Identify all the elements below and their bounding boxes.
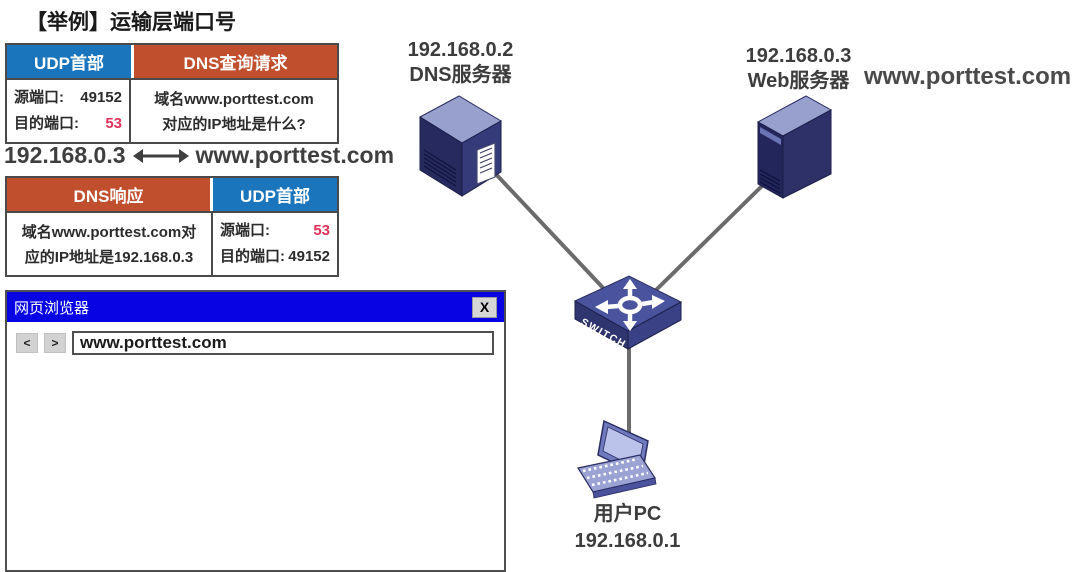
answer-line2: 应的IP地址是192.168.0.3 [24, 249, 194, 266]
back-button[interactable]: < [16, 333, 38, 353]
url-input[interactable] [72, 331, 494, 355]
dns-response-header-cell: DNS响应 [7, 178, 210, 211]
source-port-line: 源端口: 53 [220, 218, 330, 244]
web-server-icon [756, 95, 833, 199]
user-pc-name: 用户PC [593, 503, 662, 525]
mapping-ip: 192.168.0.3 [4, 142, 126, 168]
response-table-header-row: DNS响应 UDP首部 [7, 178, 337, 211]
dns-answer-cell: 域名www.porttest.com对 应的IP地址是192.168.0.3 [7, 213, 213, 275]
udp-ports-cell: 源端口: 53 目的端口: 49152 [213, 213, 337, 275]
source-port-value: 49152 [80, 89, 122, 106]
dest-port-value: 49152 [288, 248, 330, 265]
browser-titlebar: 网页浏览器 X [7, 292, 504, 322]
dest-port-label: 目的端口: [14, 115, 79, 132]
source-port-label: 源端口: [14, 89, 64, 106]
source-port-label: 源端口: [220, 222, 270, 239]
switch-arrows-icon [595, 279, 665, 331]
keyboard-keys [582, 457, 649, 487]
header-divider [210, 178, 213, 211]
web-server-name: Web服务器 [747, 70, 850, 92]
switch-icon: SWITCH [573, 275, 683, 351]
link-dns-to-switch [490, 168, 608, 293]
source-port-value: 53 [313, 222, 330, 239]
mapping-domain: www.porttest.com [195, 142, 395, 168]
dest-port-line: 目的端口: 53 [14, 111, 122, 137]
forward-button[interactable]: > [44, 333, 66, 353]
server-vent-grille [423, 149, 457, 187]
web-server-label: 192.168.0.3 Web服务器 [716, 44, 881, 94]
dns-query-packet-table: UDP首部 DNS查询请求 源端口: 49152 目的端口: 53 域名www.… [5, 43, 339, 144]
browser-title: 网页浏览器 [14, 299, 90, 317]
ip-domain-mapping: 192.168.0.3 www.porttest.com [4, 142, 394, 169]
dest-port-line: 目的端口: 49152 [220, 244, 330, 270]
user-pc-ip: 192.168.0.1 [574, 530, 681, 552]
double-arrow-icon [132, 148, 189, 163]
close-button[interactable]: X [472, 296, 497, 318]
page-title: 【举例】运输层端口号 [26, 11, 236, 34]
udp-header-cell: UDP首部 [7, 45, 131, 78]
question-line1: 域名www.porttest.com [154, 91, 314, 108]
dns-server-label: 192.168.0.2 DNS服务器 [378, 38, 543, 88]
query-table-header-row: UDP首部 DNS查询请求 [7, 45, 337, 78]
user-pc-icon [577, 419, 657, 499]
web-server-domain-label: www.porttest.com [864, 63, 1072, 90]
network-links [490, 168, 766, 435]
header-divider [131, 45, 134, 78]
query-table-body-row: 源端口: 49152 目的端口: 53 域名www.porttest.com 对… [7, 78, 337, 142]
question-line2: 对应的IP地址是什么? [162, 116, 306, 133]
link-web-to-switch [652, 182, 766, 294]
dns-server-icon [419, 95, 502, 197]
browser-toolbar: < > [7, 322, 504, 355]
server-vent-grille [759, 169, 781, 194]
answer-line1: 域名www.porttest.com对 [21, 224, 197, 241]
dest-port-value: 53 [105, 115, 122, 132]
response-table-body-row: 域名www.porttest.com对 应的IP地址是192.168.0.3 源… [7, 211, 337, 275]
web-server-ip: 192.168.0.3 [745, 45, 852, 67]
document-icon [476, 142, 496, 185]
udp-ports-cell: 源端口: 49152 目的端口: 53 [7, 80, 131, 142]
dns-server-ip: 192.168.0.2 [407, 39, 514, 61]
drive-bay [760, 127, 781, 145]
dns-response-packet-table: DNS响应 UDP首部 域名www.porttest.com对 应的IP地址是1… [5, 176, 339, 277]
dns-request-header-cell: DNS查询请求 [134, 45, 337, 78]
source-port-line: 源端口: 49152 [14, 85, 122, 111]
dns-question-cell: 域名www.porttest.com 对应的IP地址是什么? [131, 80, 337, 142]
udp-header-cell: UDP首部 [213, 178, 337, 211]
browser-window: 网页浏览器 X < > [5, 290, 506, 572]
dns-server-name: DNS服务器 [409, 64, 512, 86]
dest-port-label: 目的端口: [220, 248, 285, 265]
user-pc-label: 用户PC 192.168.0.1 [535, 501, 720, 555]
